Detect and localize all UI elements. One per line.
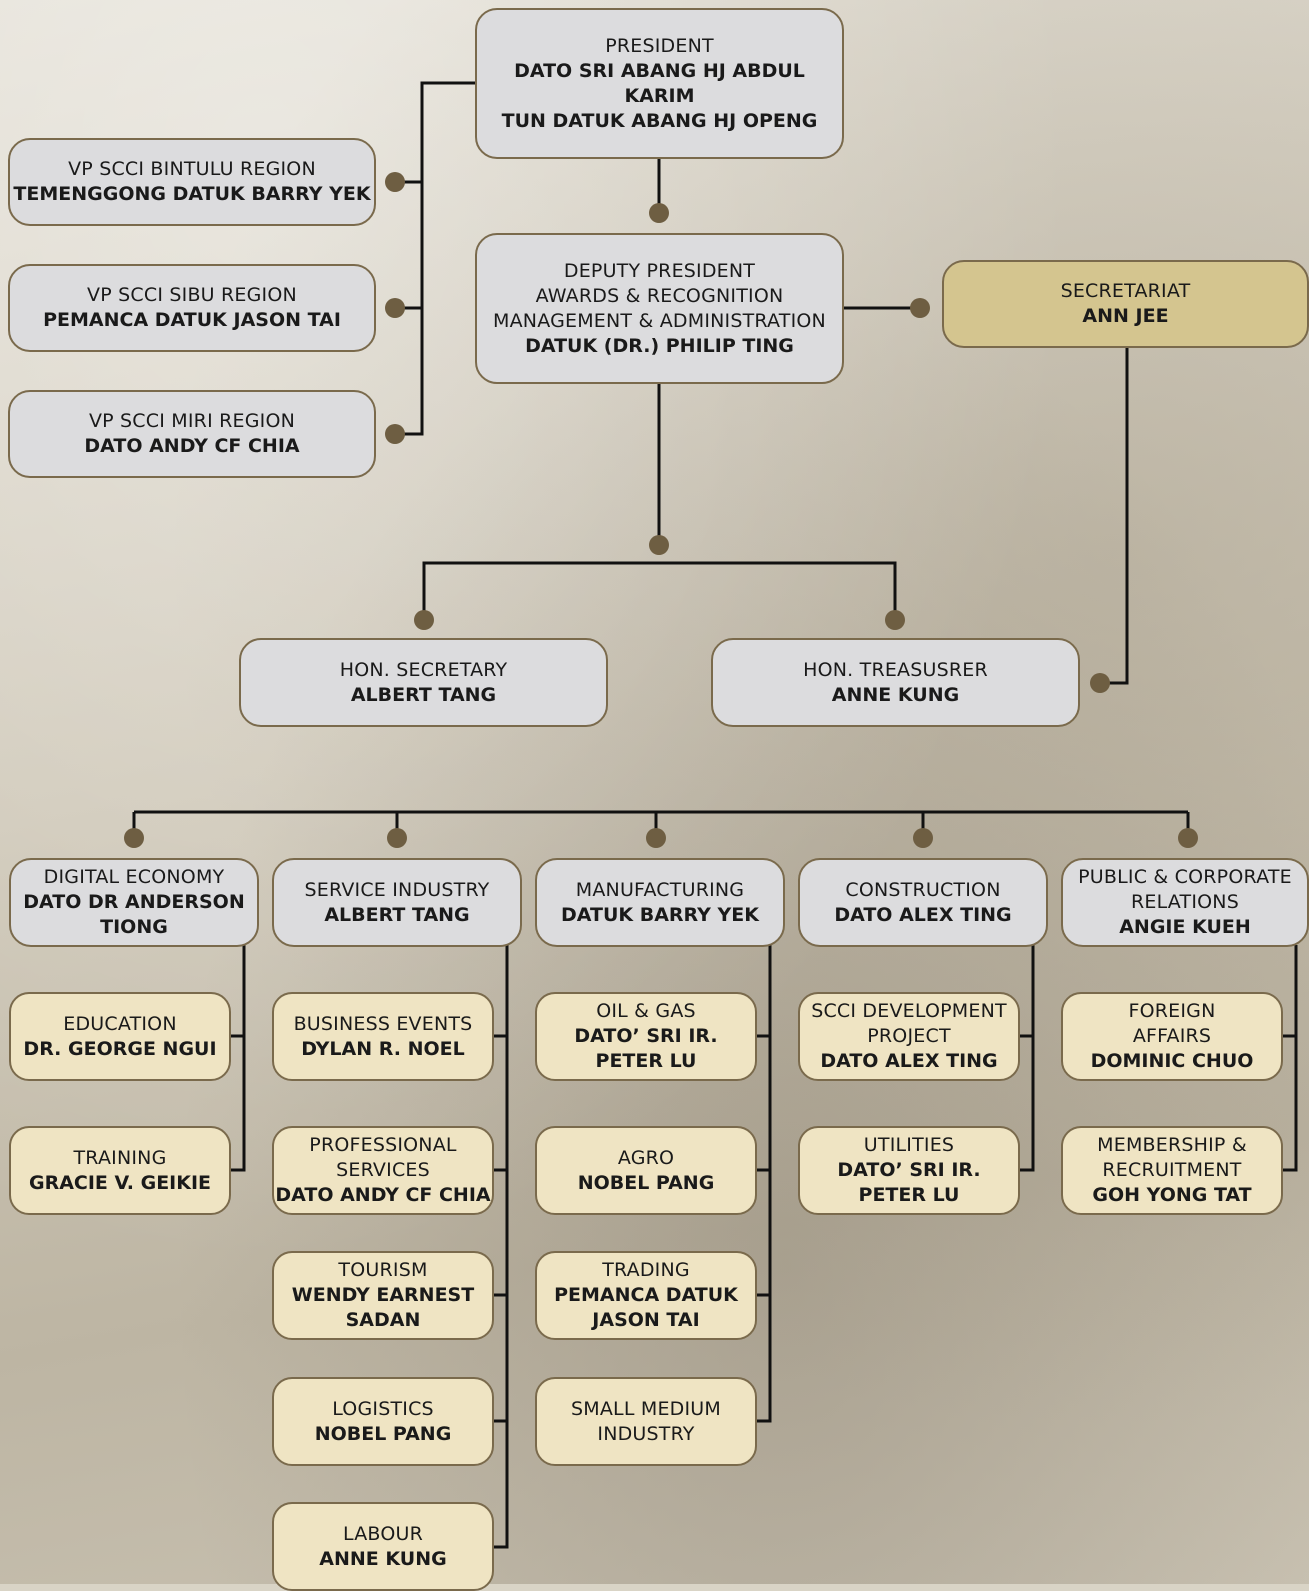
construction-box: CONSTRUCTION DATO ALEX TING (798, 858, 1048, 947)
oil-gas-name: DATO’ SRI IR. PETER LU (574, 1025, 718, 1072)
membership-role: MEMBERSHIP & RECRUITMENT (1097, 1134, 1247, 1181)
manufacturing-box: MANUFACTURING DATUK BARRY YEK (535, 858, 785, 947)
vp-miri-box: VP SCCI MIRI REGION DATO ANDY CF CHIA (8, 390, 376, 478)
vp-sibu-name: PEMANCA DATUK JASON TAI (43, 309, 341, 331)
secretariat-box: SECRETARIAT ANN JEE (942, 260, 1309, 348)
small-medium-industry-box: SMALL MEDIUM INDUSTRY (535, 1377, 757, 1466)
tourism-name: WENDY EARNEST SADAN (291, 1284, 475, 1331)
labour-box: LABOUR ANNE KUNG (272, 1502, 494, 1591)
education-box: EDUCATION DR. GEORGE NGUI (9, 992, 231, 1081)
labour-name: ANNE KUNG (319, 1547, 447, 1570)
business-events-name: DYLAN R. NOEL (301, 1037, 465, 1060)
hon-treasurer-name: ANNE KUNG (831, 683, 960, 706)
labour-role: LABOUR (343, 1522, 423, 1545)
agro-box: AGRO NOBEL PANG (535, 1126, 757, 1215)
membership-box: MEMBERSHIP & RECRUITMENT GOH YONG TAT (1061, 1126, 1283, 1215)
foreign-affairs-name: DOMINIC CHUO (1090, 1050, 1254, 1072)
deputy-president-box: DEPUTY PRESIDENT AWARDS & RECOGNITION MA… (475, 233, 844, 384)
tourism-role: TOURISM (338, 1259, 428, 1281)
training-box: TRAINING GRACIE V. GEIKIE (9, 1126, 231, 1215)
manufacturing-name: DATUK BARRY YEK (561, 903, 759, 926)
agro-name: NOBEL PANG (577, 1171, 715, 1194)
service-industry-box: SERVICE INDUSTRY ALBERT TANG (272, 858, 522, 947)
hon-treasurer-role: HON. TREASUSRER (803, 658, 988, 681)
public-relations-box: PUBLIC & CORPORATE RELATIONS ANGIE KUEH (1061, 858, 1309, 947)
business-events-box: BUSINESS EVENTS DYLAN R. NOEL (272, 992, 494, 1081)
scci-development-role: SCCI DEVELOPMENT PROJECT (811, 1000, 1007, 1047)
public-relations-name: ANGIE KUEH (1119, 916, 1251, 938)
agro-role: AGRO (617, 1146, 675, 1169)
utilities-box: UTILITIES DATO’ SRI IR. PETER LU (798, 1126, 1020, 1215)
oil-gas-role: OIL & GAS (596, 1000, 696, 1022)
vp-sibu-role: VP SCCI SIBU REGION (87, 284, 297, 306)
president-name: DATO SRI ABANG HJ ABDUL KARIM TUN DATUK … (501, 59, 818, 132)
service-industry-role: SERVICE INDUSTRY (304, 878, 490, 901)
foreign-affairs-role: FOREIGN AFFAIRS (1128, 1000, 1216, 1047)
vp-sibu-box: VP SCCI SIBU REGION PEMANCA DATUK JASON … (8, 264, 376, 352)
tourism-box: TOURISM WENDY EARNEST SADAN (272, 1251, 494, 1340)
hon-secretary-box: HON. SECRETARY ALBERT TANG (239, 638, 608, 727)
digital-economy-role: DIGITAL ECONOMY (43, 866, 225, 888)
vp-bintulu-box: VP SCCI BINTULU REGION TEMENGGONG DATUK … (8, 138, 376, 226)
digital-economy-name: DATO DR ANDERSON TIONG (23, 891, 245, 938)
small-medium-industry-role: SMALL MEDIUM INDUSTRY (571, 1397, 721, 1445)
manufacturing-role: MANUFACTURING (575, 878, 745, 901)
professional-services-role: PROFESSIONAL SERVICES (309, 1134, 457, 1181)
vp-miri-role: VP SCCI MIRI REGION (88, 410, 296, 432)
oil-gas-box: OIL & GAS DATO’ SRI IR. PETER LU (535, 992, 757, 1081)
utilities-role: UTILITIES (863, 1134, 955, 1156)
trading-name: PEMANCA DATUK JASON TAI (554, 1284, 738, 1331)
secretariat-role: SECRETARIAT (1060, 280, 1191, 302)
training-role: TRAINING (73, 1146, 167, 1169)
professional-services-box: PROFESSIONAL SERVICES DATO ANDY CF CHIA (272, 1126, 494, 1215)
digital-economy-box: DIGITAL ECONOMY DATO DR ANDERSON TIONG (9, 858, 259, 947)
professional-services-name: DATO ANDY CF CHIA (275, 1184, 491, 1206)
vp-miri-name: DATO ANDY CF CHIA (84, 435, 300, 457)
membership-name: GOH YONG TAT (1092, 1184, 1252, 1206)
utilities-name: DATO’ SRI IR. PETER LU (837, 1159, 981, 1206)
secretariat-name: ANN JEE (1082, 305, 1169, 327)
foreign-affairs-box: FOREIGN AFFAIRS DOMINIC CHUO (1061, 992, 1283, 1081)
vp-bintulu-name: TEMENGGONG DATUK BARRY YEK (13, 183, 371, 205)
logistics-name: NOBEL PANG (314, 1422, 452, 1445)
vp-bintulu-role: VP SCCI BINTULU REGION (68, 158, 316, 180)
education-role: EDUCATION (63, 1012, 177, 1035)
construction-name: DATO ALEX TING (834, 903, 1012, 926)
deputy-president-role: DEPUTY PRESIDENT AWARDS & RECOGNITION MA… (493, 259, 826, 332)
hon-treasurer-box: HON. TREASUSRER ANNE KUNG (711, 638, 1080, 727)
hon-secretary-name: ALBERT TANG (350, 683, 497, 706)
training-name: GRACIE V. GEIKIE (28, 1171, 212, 1194)
president-role: PRESIDENT (605, 34, 714, 57)
business-events-role: BUSINESS EVENTS (293, 1012, 473, 1035)
logistics-role: LOGISTICS (332, 1397, 434, 1420)
public-relations-role: PUBLIC & CORPORATE RELATIONS (1078, 866, 1292, 913)
scci-development-box: SCCI DEVELOPMENT PROJECT DATO ALEX TING (798, 992, 1020, 1081)
construction-role: CONSTRUCTION (845, 878, 1001, 901)
education-name: DR. GEORGE NGUI (23, 1037, 217, 1060)
scci-development-name: DATO ALEX TING (820, 1050, 998, 1072)
service-industry-name: ALBERT TANG (324, 903, 470, 926)
president-box: PRESIDENT DATO SRI ABANG HJ ABDUL KARIM … (475, 8, 844, 159)
hon-secretary-role: HON. SECRETARY (339, 658, 508, 681)
trading-role: TRADING (602, 1259, 690, 1281)
trading-box: TRADING PEMANCA DATUK JASON TAI (535, 1251, 757, 1340)
logistics-box: LOGISTICS NOBEL PANG (272, 1377, 494, 1466)
deputy-president-name: DATUK (DR.) PHILIP TING (525, 334, 794, 357)
